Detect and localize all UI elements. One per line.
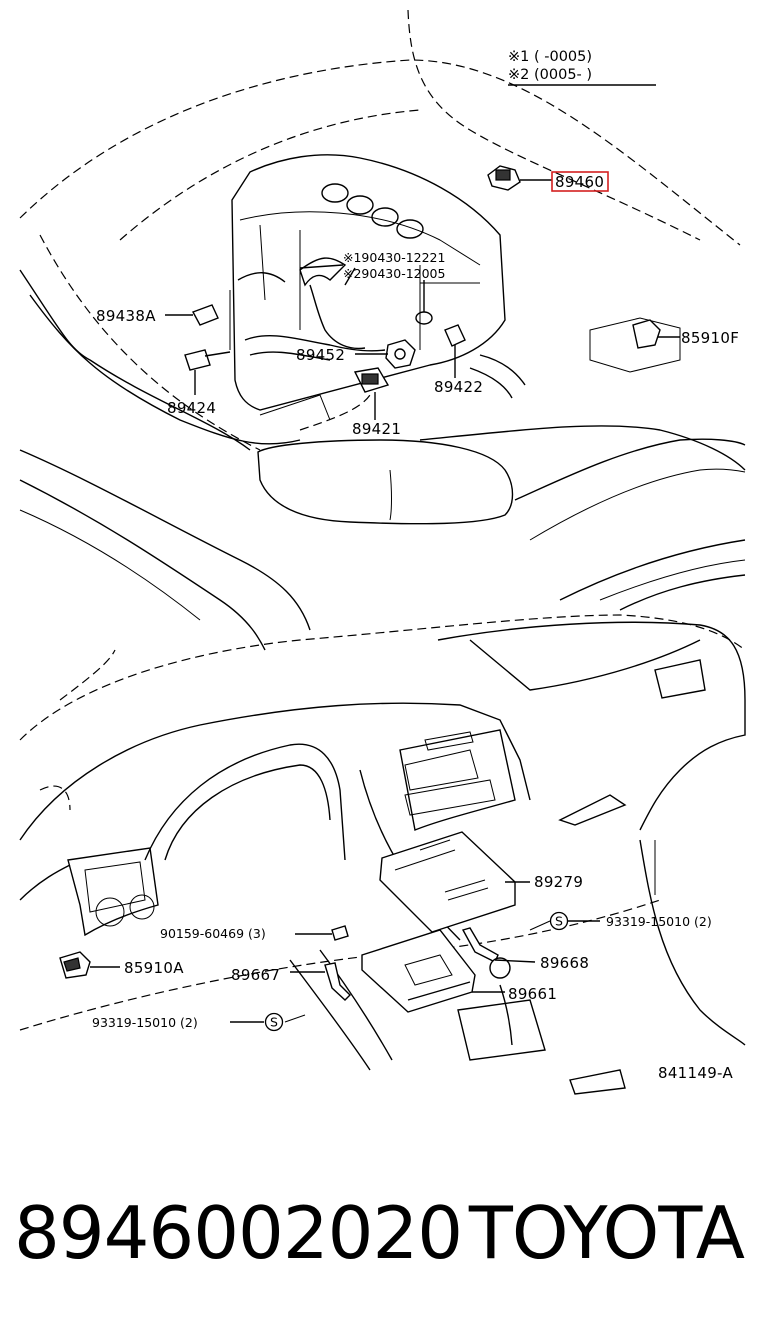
- label-89424[interactable]: 89424: [167, 399, 216, 417]
- brand-name: TOYOTA: [468, 1191, 745, 1275]
- label-89438a[interactable]: 89438A: [96, 307, 156, 325]
- sensor-89438a-icon: [165, 304, 219, 326]
- screw-s-letter-right: S: [555, 914, 563, 929]
- screw-symbol-left-icon: [230, 1014, 306, 1023]
- label-93319-right[interactable]: 93319-15010 (2): [606, 914, 712, 929]
- highlight-box: [551, 171, 609, 192]
- footer-caption: 8946002020 TOYOTA: [0, 1178, 760, 1288]
- sensor-89460-icon: [487, 165, 552, 191]
- label-93319-left[interactable]: 93319-15010 (2): [92, 1015, 198, 1030]
- engine-bay-outline: [19, 9, 746, 651]
- leader-lines: [299, 264, 356, 286]
- sensor-89422-icon: [444, 324, 466, 378]
- screw-symbol-right-icon: [529, 920, 600, 931]
- label-89422[interactable]: 89422: [434, 378, 483, 396]
- label-89279[interactable]: 89279: [534, 873, 583, 891]
- screw-s-symbol-right: [549, 911, 569, 931]
- label-85910a[interactable]: 85910A: [124, 959, 184, 977]
- diagram-canvas: ※1 ( -0005) ※2 (0005- ) 89460 ※190430-12…: [19, 9, 746, 1095]
- note-line-2: ※2 (0005- ): [508, 67, 592, 83]
- screw-s-letter-left: S: [270, 1015, 278, 1030]
- label-89668[interactable]: 89668: [540, 954, 589, 972]
- ref-note-1: ※190430-12221: [343, 250, 445, 265]
- notes-block: ※1 ( -0005) ※2 (0005- ): [508, 49, 656, 86]
- relay-85910a-icon: [59, 951, 120, 979]
- ref-note-2: ※290430-12005: [343, 266, 445, 281]
- bracket-89668-icon: [461, 927, 536, 979]
- note-line-1: ※1 ( -0005): [508, 49, 592, 65]
- dashboard-outline: [19, 614, 746, 1095]
- sensor-89424-icon: [184, 349, 231, 395]
- sensor-89452-icon: [355, 339, 416, 369]
- label-89460[interactable]: 89460: [555, 173, 604, 191]
- ecu-cover-89279-icon: [379, 831, 530, 933]
- screw-s-symbol-left: [264, 1012, 284, 1032]
- relay-85910f-icon: [589, 317, 681, 373]
- part-number: 8946002020: [14, 1191, 463, 1275]
- diagram-code: 841149-A: [658, 1064, 733, 1082]
- label-89667[interactable]: 89667: [231, 966, 280, 984]
- label-89661[interactable]: 89661: [508, 985, 557, 1003]
- label-89421[interactable]: 89421: [352, 420, 401, 438]
- ecu-89661-icon: [361, 929, 505, 1013]
- label-90159[interactable]: 90159-60469 (3): [160, 926, 266, 941]
- ref-washer-icon: [415, 280, 480, 325]
- bolt-90159-icon: [295, 925, 349, 941]
- label-89452[interactable]: 89452: [296, 346, 345, 364]
- sensor-89421-icon: [353, 367, 390, 420]
- bracket-89667-icon: [290, 962, 351, 1001]
- label-85910f[interactable]: 85910F: [681, 329, 739, 347]
